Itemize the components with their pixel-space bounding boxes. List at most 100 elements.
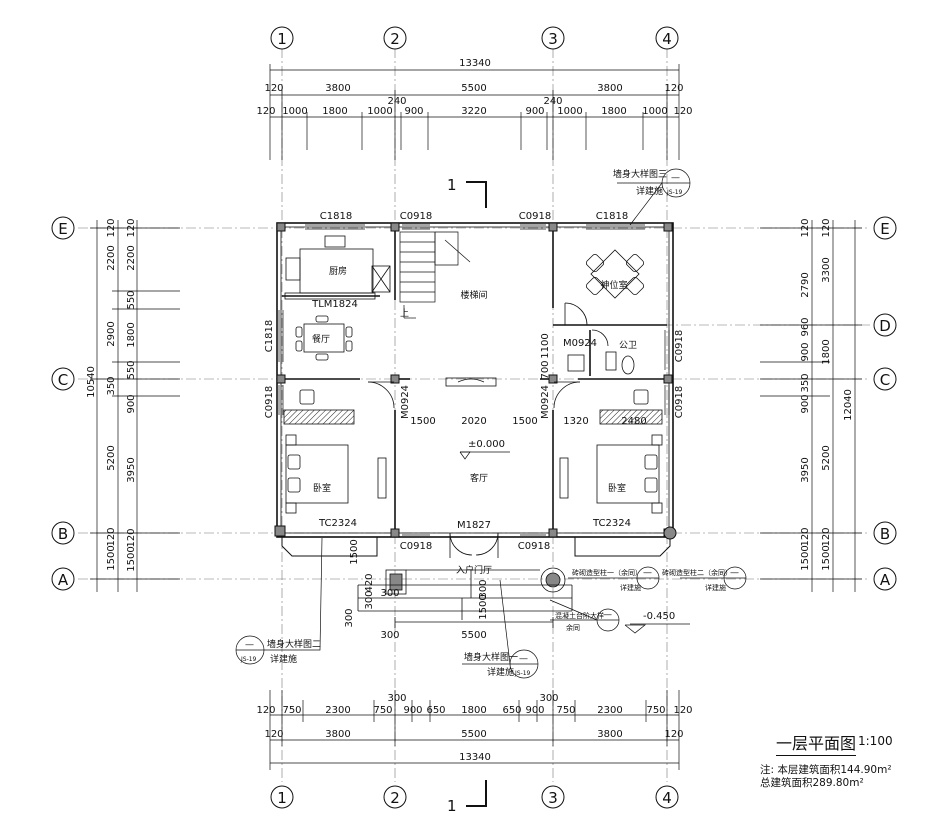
axis-A-left: A — [58, 571, 69, 589]
dim-right-a-6: 1500 — [800, 545, 811, 570]
dim-left-c-1: 120 — [106, 527, 117, 546]
axis-C-right: C — [880, 371, 890, 389]
dim-top-small-0: 240 — [387, 96, 406, 107]
dim-right-c-0: 120 — [800, 218, 811, 237]
dim-inner-5: 1100 — [540, 333, 551, 358]
dim-top-detail-4: 900 — [404, 106, 423, 117]
dim-right-a-5: 3950 — [800, 457, 811, 482]
opening-c1818-top-left: C1818 — [320, 211, 352, 222]
dim-inner-0: 1500 — [410, 416, 435, 427]
dim-left-c-2: 120 — [126, 218, 137, 237]
dim-porch-5: 300 — [344, 608, 355, 627]
dim-bottom-detail-9: 750 — [556, 705, 575, 716]
opening-c0918-right: C0918 — [674, 330, 685, 362]
axis-3-bottom: 3 — [548, 789, 558, 807]
dimension-lines — [90, 64, 862, 770]
callout-wall2-detail: 详建施 — [270, 653, 297, 665]
note-floor-area: 注: 本层建筑面积144.90m² — [760, 764, 892, 776]
dim-top-bay-0: 120 — [264, 83, 283, 94]
note-total-area: 总建筑面积289.80m² — [760, 777, 864, 789]
callout-col1-sym: — — [643, 568, 652, 578]
room-entry: 入户门厅 — [456, 564, 492, 576]
dim-top-bay-3: 3800 — [597, 83, 622, 94]
axis-E-right: E — [880, 220, 889, 238]
dim-left-b-2: 350 — [106, 376, 117, 395]
dim-top-detail-6: 900 — [525, 106, 544, 117]
dim-bottom-detail-2: 2300 — [325, 705, 350, 716]
dim-left-total: 10540 — [86, 366, 97, 398]
drawing-scale: 1:100 — [858, 734, 893, 748]
section-mark-1 — [466, 181, 487, 807]
dim-left-a-1: 550 — [126, 290, 137, 309]
opening-m0924-left: M0924 — [400, 385, 411, 419]
section-label-top: 1 — [447, 176, 457, 194]
opening-tc2324-right: TC2324 — [592, 518, 631, 529]
dim-porch-1: 5500 — [461, 630, 486, 641]
dim-bottom-bay-4: 120 — [664, 729, 683, 740]
dim-top-small-1: 240 — [543, 96, 562, 107]
dim-left-a-3: 550 — [126, 360, 137, 379]
dim-top-detail-5: 3220 — [461, 106, 486, 117]
dim-porch-0: 300 — [380, 630, 399, 641]
dim-left-a-6: 120 — [126, 528, 137, 547]
room-altar: 神位室 — [600, 279, 627, 291]
dim-right-total: 12040 — [843, 389, 854, 421]
opening-m1827: M1827 — [457, 520, 491, 531]
room-living: 客厅 — [470, 472, 488, 484]
callout-wall1-ref: JS-19 — [514, 670, 531, 677]
axis-1-top: 1 — [277, 30, 287, 48]
kitchen-furniture — [285, 235, 391, 294]
section-label-bottom: 1 — [447, 797, 457, 815]
dim-top-detail-0: 120 — [256, 106, 275, 117]
callout-col2: 砖砌造型柱二（余同） — [662, 568, 732, 577]
opening-tc2324-left: TC2324 — [318, 518, 357, 529]
callout-col1: 砖砌造型柱一（余同） — [572, 568, 642, 577]
dim-right-a-2: 900 — [800, 342, 811, 361]
dim-top-bay-2: 5500 — [461, 83, 486, 94]
callout-wall2-ref: JS-19 — [240, 656, 257, 663]
dim-left-b-1: 2900 — [106, 321, 117, 346]
level-living: ±0.000 — [468, 439, 505, 450]
dim-bottom-detail-3: 750 — [373, 705, 392, 716]
area-notes: 注: 本层建筑面积144.90m² 总建筑面积289.80m² — [760, 764, 892, 790]
callout-step: 混凝土台阶大样 — [555, 611, 604, 620]
axis-E-left: E — [58, 220, 67, 238]
room-bedroom-left: 卧室 — [313, 482, 331, 494]
dim-right-a-7: 120 — [800, 527, 811, 546]
dim-bottom-detail-10: 2300 — [597, 705, 622, 716]
dim-inner-1: 2020 — [461, 416, 486, 427]
dim-left-a-7: 1500 — [126, 546, 137, 571]
axis-4-top: 4 — [662, 30, 672, 48]
opening-c0918-left: C0918 — [264, 386, 275, 418]
dim-left-a-2: 1800 — [126, 322, 137, 347]
dim-left-a-0: 2200 — [126, 245, 137, 270]
dim-right-b-1: 1800 — [821, 339, 832, 364]
dim-top-detail-1: 1000 — [282, 106, 307, 117]
opening-c1818-left: C1818 — [264, 320, 275, 352]
dim-bottom-small-1: 300 — [539, 693, 558, 704]
dim-bottom-detail-0: 120 — [256, 705, 275, 716]
callout-wall2-sym: — — [245, 640, 254, 650]
axis-B-right: B — [880, 525, 890, 543]
opening-tlm1824: TLM1824 — [311, 299, 358, 310]
axis-bubbles — [51, 26, 897, 809]
opening-c0918-top-2: C0918 — [519, 211, 551, 222]
opening-c0918-right-2: C0918 — [674, 386, 685, 418]
dim-bottom-detail-7: 650 — [502, 705, 521, 716]
callout-col2-sym: — — [730, 568, 739, 578]
opening-m0924-right: M0924 — [540, 385, 551, 419]
room-bedroom-right: 卧室 — [608, 482, 626, 494]
axis-1-bottom: 1 — [277, 789, 287, 807]
dim-bottom-detail-4: 900 — [403, 705, 422, 716]
dim-right-a-0: 2790 — [800, 272, 811, 297]
dim-right-c-1: 120 — [821, 218, 832, 237]
dim-top-detail-10: 120 — [673, 106, 692, 117]
dim-bottom-small-0: 300 — [387, 693, 406, 704]
dim-top-detail-9: 1000 — [642, 106, 667, 117]
dim-right-a-1: 960 — [800, 317, 811, 336]
dim-bottom-bay-2: 5500 — [461, 729, 486, 740]
room-kitchen: 厨房 — [329, 265, 347, 277]
porch — [357, 567, 573, 628]
bathroom-fixtures — [567, 351, 635, 375]
dim-left-a-4: 900 — [126, 394, 137, 413]
